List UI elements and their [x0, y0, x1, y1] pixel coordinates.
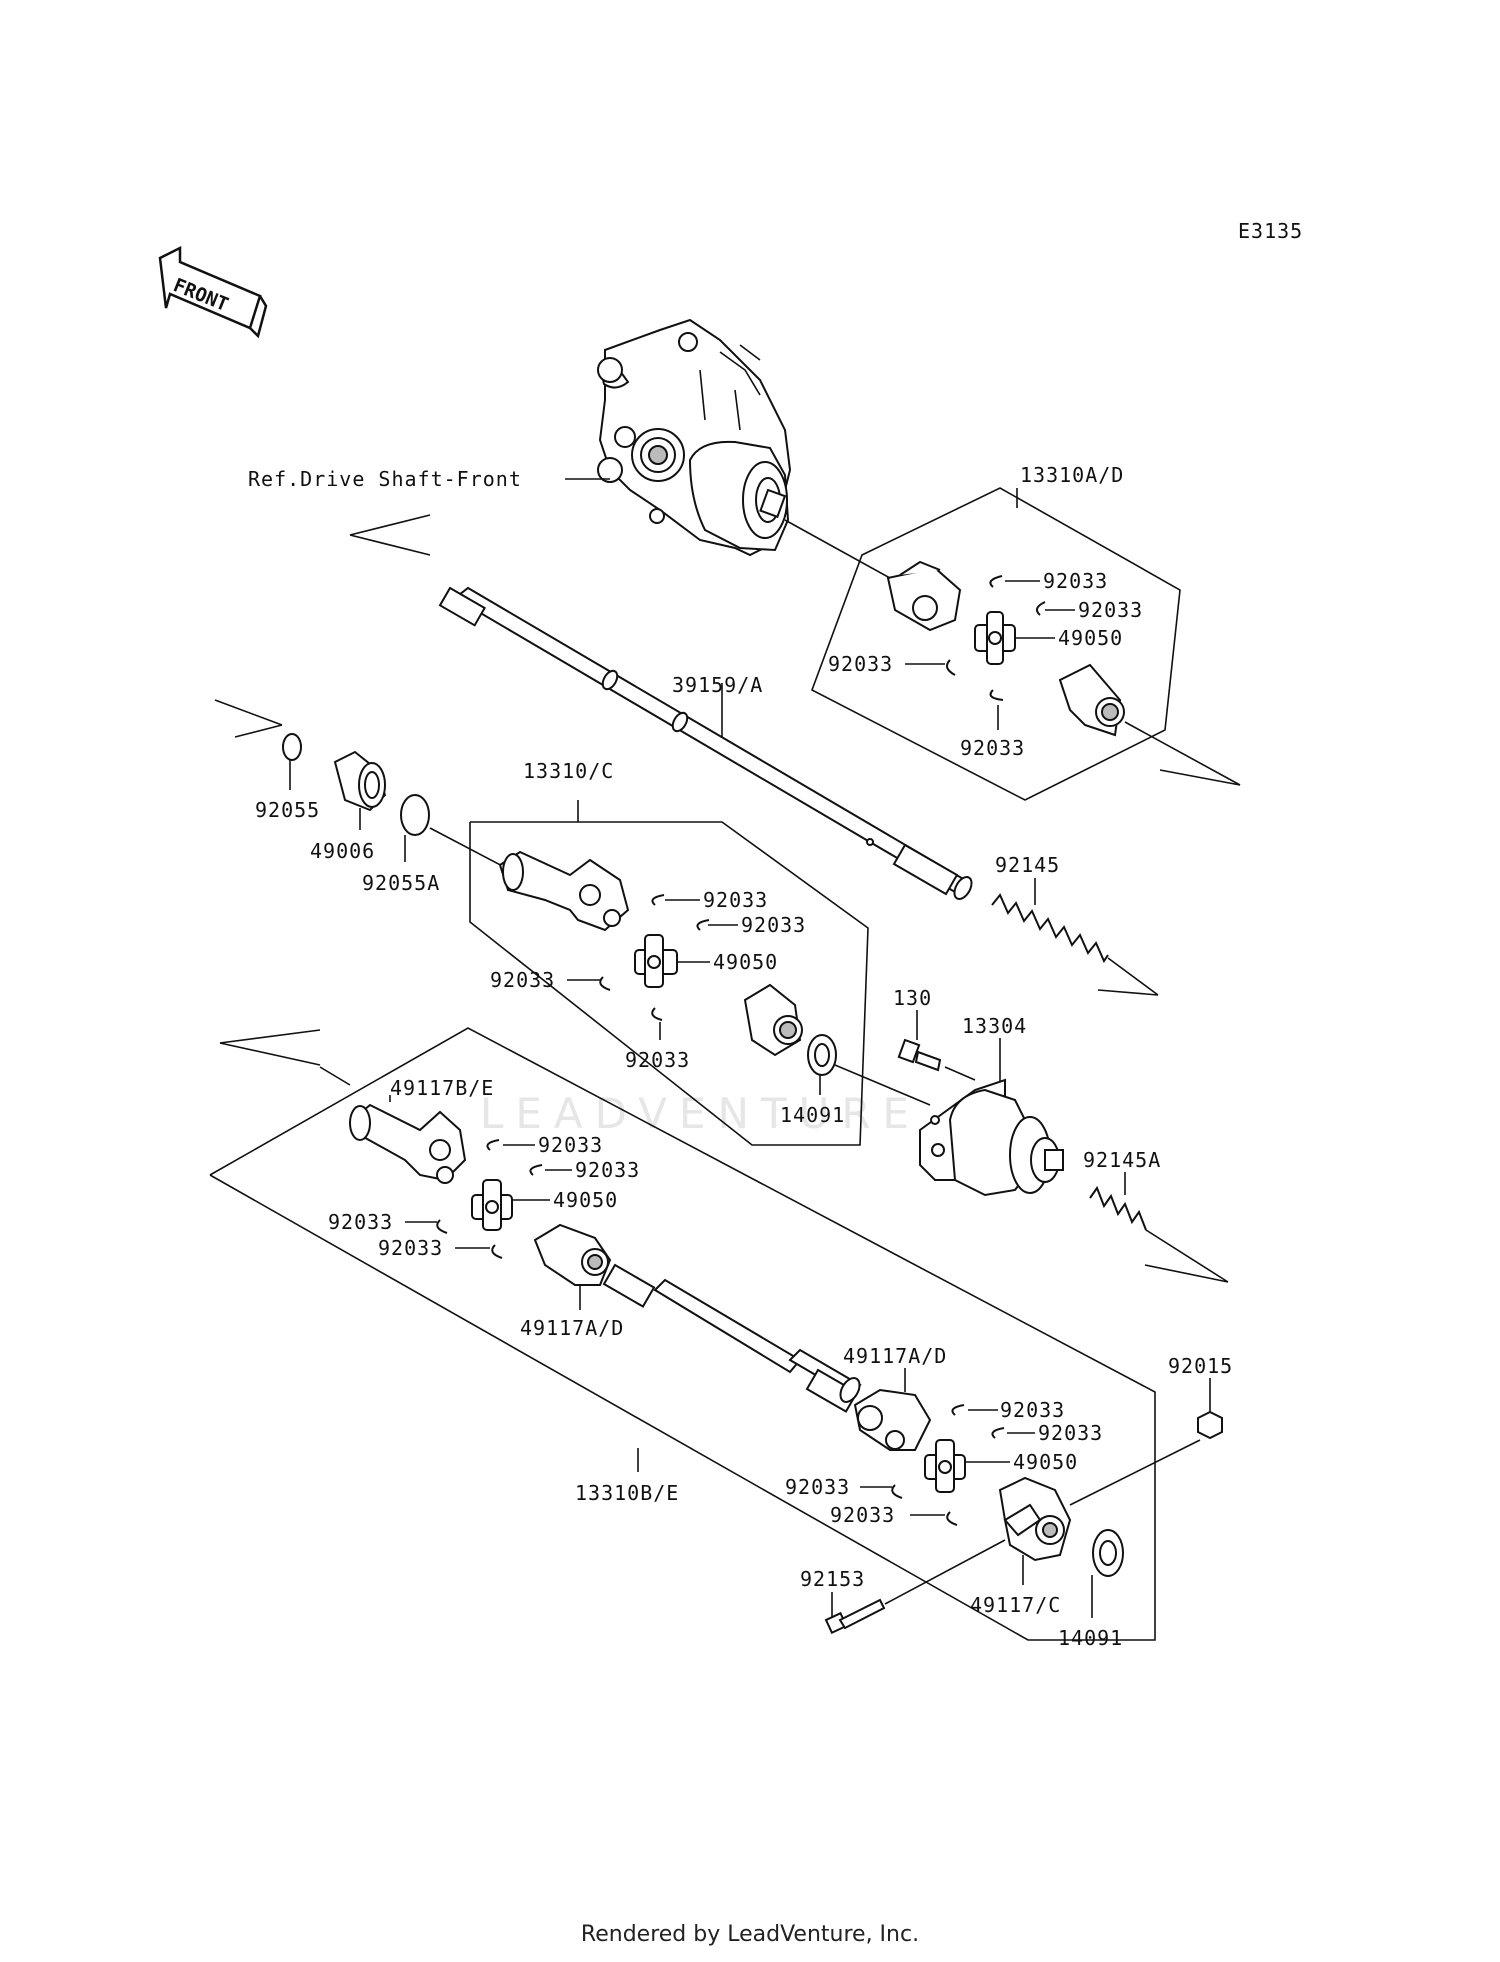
circlip-icon: [696, 919, 710, 931]
slip-yoke-13310C: [498, 850, 630, 932]
label-92033-c2: 92033: [741, 913, 806, 937]
label-92145A: 92145A: [1083, 1148, 1161, 1172]
label-92033-c4: 92033: [625, 1048, 690, 1072]
bolt-92153: [824, 1598, 886, 1635]
circlip-icon: [529, 1164, 543, 1176]
spring-92145A: [1089, 1185, 1147, 1231]
cross-49050-d: [924, 1439, 966, 1493]
flange-yoke-49117C: [998, 1476, 1072, 1562]
shaft-39159A: [438, 586, 973, 900]
label-92033-d2: 92033: [1038, 1421, 1103, 1445]
circlip-icon: [491, 1244, 503, 1259]
circlip-icon: [651, 894, 665, 906]
label-49050-b: 49050: [553, 1188, 618, 1212]
label-49117BE: 49117B/E: [390, 1076, 494, 1100]
diagram-code: E3135: [1238, 219, 1303, 243]
label-130: 130: [893, 986, 932, 1010]
label-92033-a4: 92033: [960, 736, 1025, 760]
front-arrow-icon: FRONT: [158, 245, 268, 339]
bearing-housing-13304: [919, 1078, 1064, 1197]
label-92033-a1: 92033: [1043, 569, 1108, 593]
label-39159A: 39159/A: [672, 673, 763, 697]
circlip-icon: [486, 1139, 500, 1151]
circlip-icon: [891, 1484, 903, 1499]
label-92033-b4: 92033: [378, 1236, 443, 1260]
label-92033-c3: 92033: [490, 968, 555, 992]
label-49117C: 49117/C: [970, 1593, 1061, 1617]
label-ref-drive-shaft-front: Ref.Drive Shaft-Front: [248, 467, 522, 491]
circlip-icon: [1035, 601, 1046, 616]
label-92015: 92015: [1168, 1354, 1233, 1378]
box-13310C: [469, 821, 869, 1146]
label-49117AD-1: 49117A/D: [520, 1316, 624, 1340]
label-92145: 92145: [995, 853, 1060, 877]
label-92033-d3: 92033: [785, 1475, 850, 1499]
yoke-49117BE: [349, 1103, 467, 1184]
o-ring-92055A: [400, 794, 430, 836]
o-ring-92055: [282, 733, 302, 761]
label-92153: 92153: [800, 1567, 865, 1591]
front-gear-case: [597, 318, 792, 557]
cross-49050-b: [471, 1179, 513, 1231]
footer-credit: Rendered by LeadVenture, Inc.: [580, 1922, 920, 1947]
label-49117AD-2: 49117A/D: [843, 1344, 947, 1368]
circlip-icon: [945, 659, 956, 676]
label-92033-d1: 92033: [1000, 1398, 1065, 1422]
lower-drive-shaft: [602, 1263, 862, 1413]
label-92033-c1: 92033: [703, 888, 768, 912]
label-49006: 49006: [310, 839, 375, 863]
label-13310AD: 13310A/D: [1020, 463, 1124, 487]
label-92033-d4: 92033: [830, 1503, 895, 1527]
label-13310BE: 13310B/E: [575, 1481, 679, 1505]
circlip-icon: [946, 1511, 958, 1526]
label-14091-c: 14091: [780, 1103, 845, 1127]
label-13310C: 13310/C: [523, 759, 614, 783]
label-14091-d: 14091: [1058, 1626, 1123, 1650]
yoke-13310C-rear: [743, 983, 803, 1057]
label-49050-a: 49050: [1058, 626, 1123, 650]
box-13310AD: [811, 487, 1181, 801]
label-92033-a2: 92033: [1078, 598, 1143, 622]
label-92033-b2: 92033: [575, 1158, 640, 1182]
label-92055: 92055: [255, 798, 320, 822]
yoke-49117AD-1: [533, 1223, 612, 1286]
label-92033-a3: 92033: [828, 652, 893, 676]
circlip-icon: [651, 1007, 663, 1021]
label-49050-c: 49050: [713, 950, 778, 974]
bearing-49006: [333, 750, 387, 812]
cross-49050-c: [634, 934, 678, 988]
circlip-icon: [989, 575, 1003, 588]
label-13304: 13304: [962, 1014, 1027, 1038]
watermark: LEADVENTURE: [480, 1089, 921, 1138]
yoke-13310AD-rear: [1058, 663, 1125, 737]
circlip-icon: [951, 1404, 965, 1416]
circlip-icon: [991, 1427, 1005, 1439]
circlip-icon: [436, 1219, 448, 1234]
circlip-icon: [989, 689, 1004, 701]
nut-92015: [1197, 1410, 1223, 1440]
label-49050-d: 49050: [1013, 1450, 1078, 1474]
cross-49050-a: [974, 611, 1016, 665]
box-13310BE: [209, 1027, 1156, 1641]
bolt-130: [897, 1038, 942, 1072]
label-92033-b1: 92033: [538, 1133, 603, 1157]
label-92055A: 92055A: [362, 871, 440, 895]
yoke-13310AD-front: [886, 560, 962, 632]
circlip-icon: [599, 976, 611, 991]
spring-92145: [991, 893, 1109, 964]
yoke-49117AD-2: [853, 1388, 932, 1451]
label-92033-b3: 92033: [328, 1210, 393, 1234]
